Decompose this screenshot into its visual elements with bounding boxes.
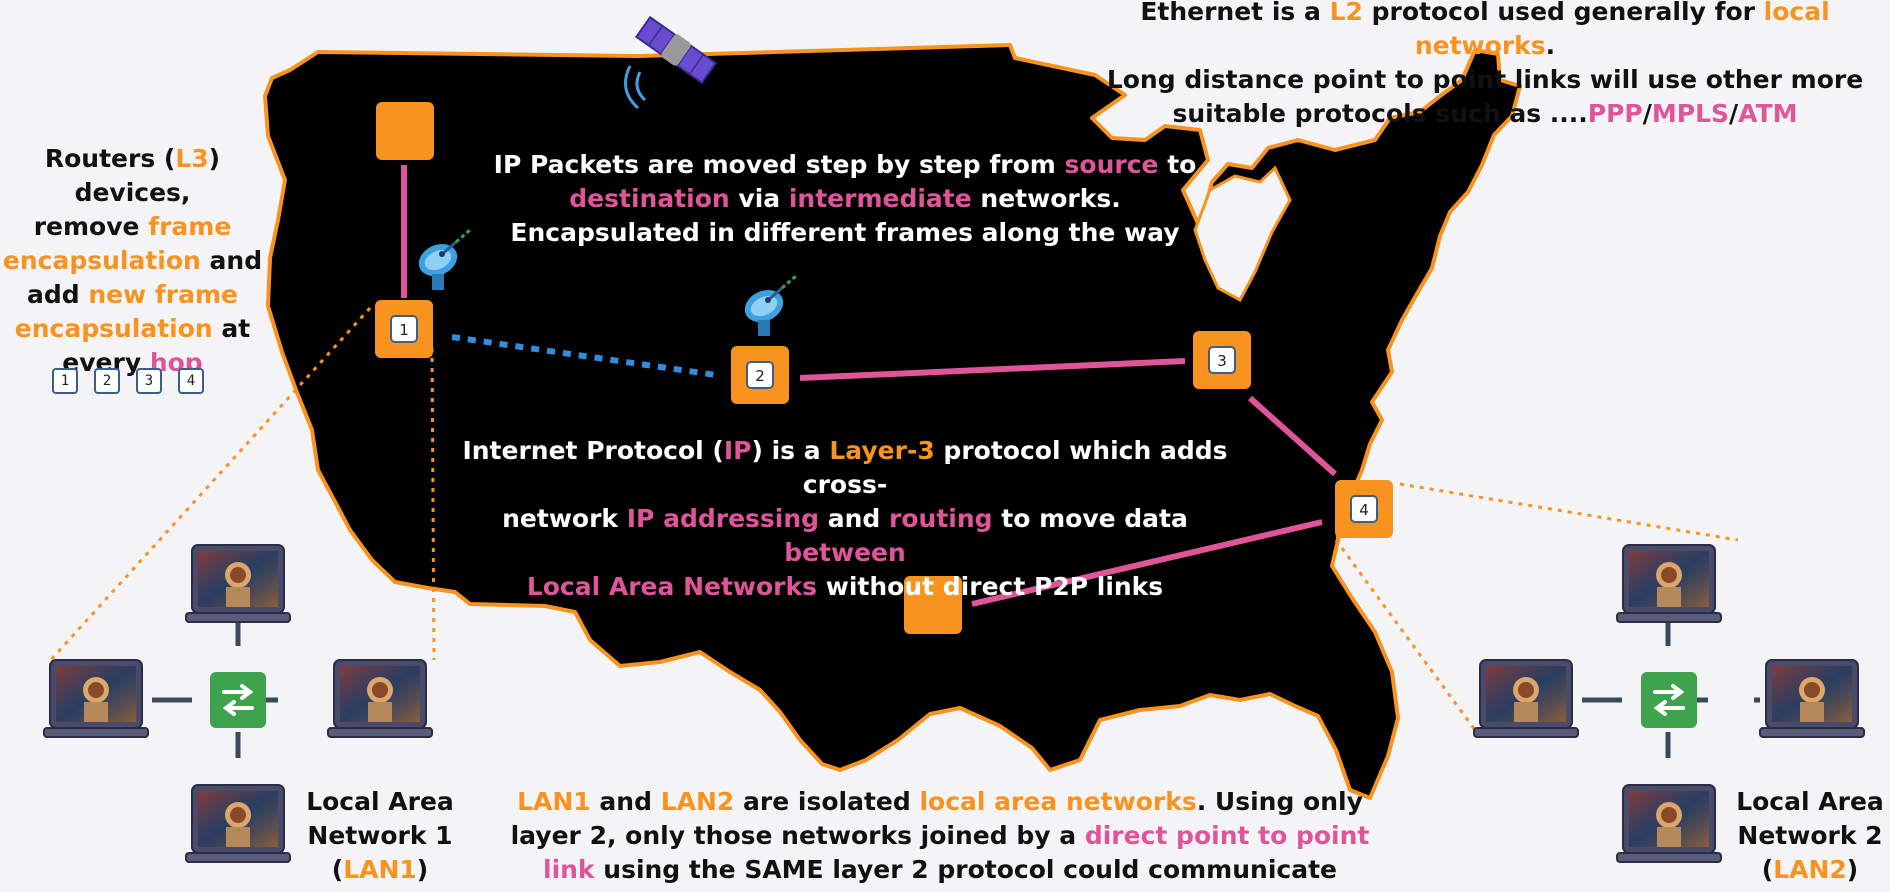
laptop-icon (1616, 784, 1722, 863)
ip-packets-note: IP Packets are moved step by step from s… (493, 150, 1197, 247)
legend-box-3: 3 (136, 368, 162, 394)
great-lakes (1193, 165, 1292, 303)
lan-isolation-note: LAN1 and LAN2 are isolated local area ne… (510, 787, 1370, 884)
link-router-1-to-router-2 (451, 334, 717, 378)
router-4: 4 (1335, 480, 1393, 538)
laptop-icon (185, 784, 291, 863)
switch-icon (1639, 670, 1699, 730)
routers-note: Routers (L3) devices, remove frame encap… (2, 144, 263, 377)
satellite-icon (634, 15, 718, 85)
laptop-icon (327, 659, 433, 738)
router-1-label: 1 (399, 321, 409, 339)
router-4-label: 4 (1359, 501, 1369, 519)
legend-box-2: 2 (94, 368, 120, 394)
switch-icon (208, 670, 268, 730)
laptop-icon (1616, 544, 1722, 623)
laptop-icon (1759, 659, 1865, 738)
legend-box-4: 4 (178, 368, 204, 394)
lan1-network (43, 544, 433, 863)
internet-protocol-note: Internet Protocol (IP) is a Layer-3 prot… (462, 436, 1228, 601)
router-legend: 1 2 3 4 (52, 368, 204, 394)
laptop-icon (185, 544, 291, 623)
ethernet-note: Ethernet is a L2 protocol used generally… (1106, 0, 1864, 128)
network-node-bottom (904, 576, 962, 634)
network-node-top (376, 102, 434, 160)
router-2: 2 (731, 346, 789, 404)
signal-waves-icon (624, 65, 647, 110)
laptop-icon (1473, 659, 1579, 738)
router-3: 3 (1193, 331, 1251, 389)
legend-box-1: 1 (52, 368, 78, 394)
link-router-2-to-router-3 (799, 358, 1186, 381)
lan1-label: Local Area Network 1 (LAN1) (306, 787, 454, 884)
lan2-network (1473, 544, 1865, 863)
link-router-3-to-router-4 (1248, 395, 1337, 477)
link-router-4-to-bottom (971, 519, 1323, 607)
router-1: 1 (375, 300, 433, 358)
laptop-icon (43, 659, 149, 738)
router-3-label: 3 (1217, 352, 1227, 370)
lan2-label: Local Area Network 2 (LAN2) (1736, 787, 1884, 884)
router-2-label: 2 (755, 367, 765, 385)
